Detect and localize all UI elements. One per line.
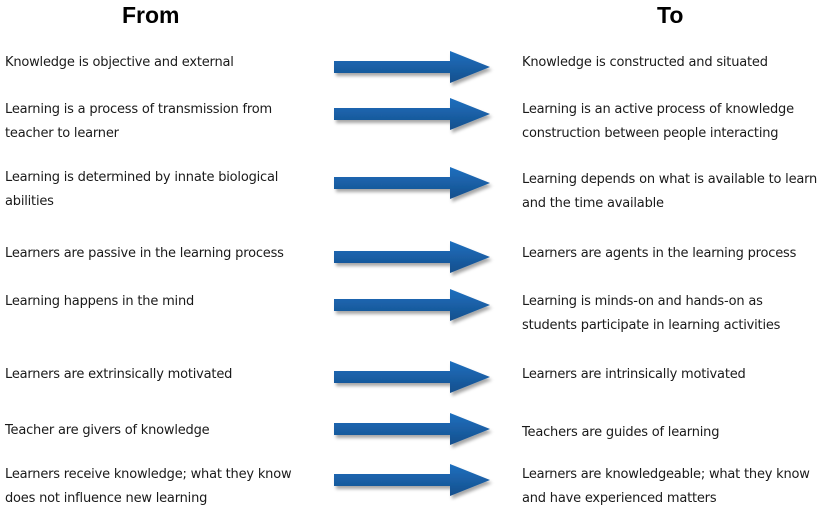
arrow-shape [334,167,490,199]
arrow-right-icon [332,237,494,277]
to-statement: Learners are agents in the learning proc… [522,246,797,261]
arrow-shape [334,289,490,321]
from-statement: Knowledge is objective and external [5,55,234,70]
from-statement: Learning is a process of transmission fr… [5,102,272,141]
arrow-right-icon [332,409,494,449]
arrow-right-icon [332,163,494,203]
arrow-shape [334,51,490,83]
from-statement: Learners are passive in the learning pro… [5,246,284,261]
to-statement: Learning depends on what is available to… [522,172,818,211]
arrow-right-icon [332,460,494,500]
to-statement: Learning is an active process of knowled… [522,102,794,141]
from-heading: From [122,2,180,28]
arrow-shape [334,241,490,273]
from-statement: Learners receive knowledge; what they kn… [5,467,292,506]
to-statement: Learning is minds-on and hands-on as stu… [522,294,781,333]
arrow-shape [334,98,490,130]
from-statement: Learning is determined by innate biologi… [5,170,279,209]
arrow-right-icon [332,47,494,87]
arrow-right-icon [332,285,494,325]
to-heading: To [657,2,684,28]
from-statement: Teacher are givers of knowledge [5,423,210,438]
to-statement: Knowledge is constructed and situated [522,55,768,70]
to-statement: Learners are knowledgeable; what they kn… [522,467,810,506]
from-statement: Learners are extrinsically motivated [5,367,233,382]
arrow-shape [334,361,490,393]
arrow-right-icon [332,94,494,134]
arrow-shape [334,413,490,445]
arrow-right-icon [332,357,494,397]
to-statement: Teachers are guides of learning [522,425,720,440]
to-statement: Learners are intrinsically motivated [522,367,746,382]
from-statement: Learning happens in the mind [5,294,195,309]
arrow-shape [334,464,490,496]
